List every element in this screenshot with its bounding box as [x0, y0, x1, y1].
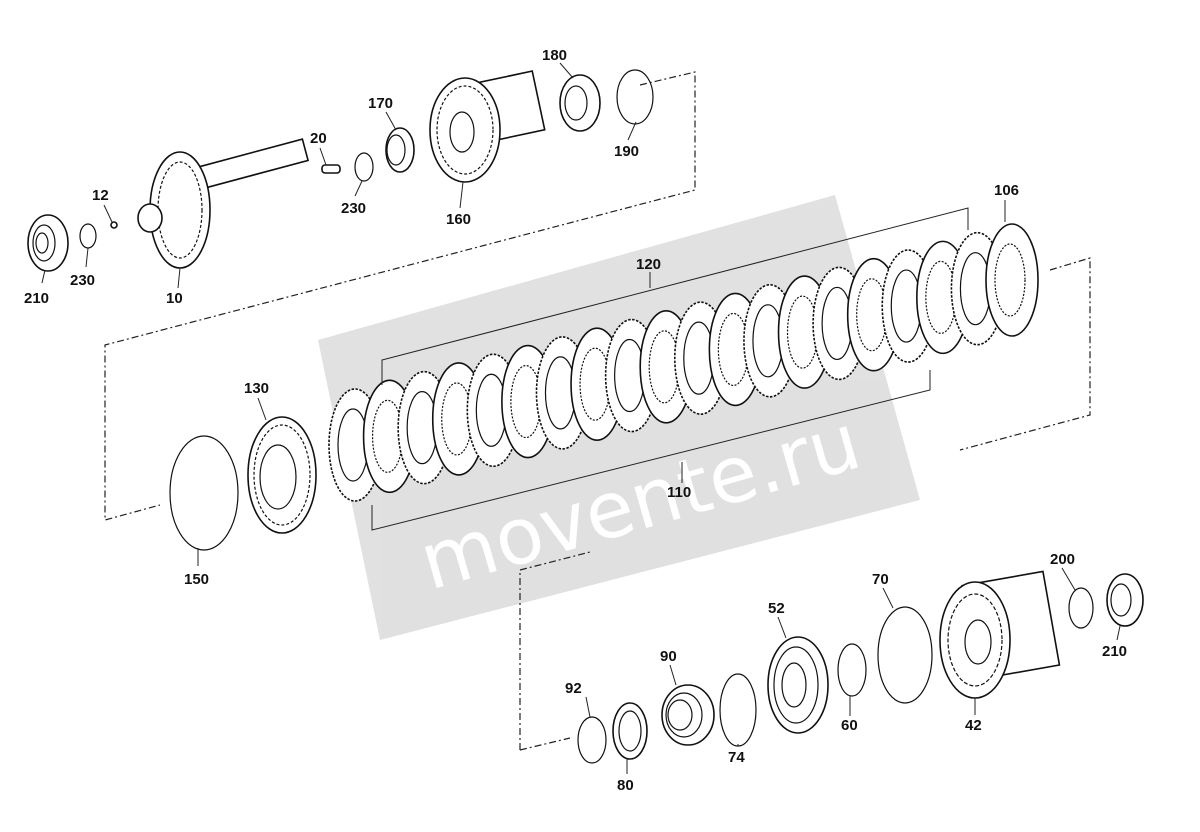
ring-74: [719, 673, 757, 747]
label-230-left: 230: [70, 272, 95, 289]
ring-80: [612, 702, 648, 760]
pressure-plate-130: [247, 416, 317, 534]
upper-assembly-outline: [104, 71, 696, 521]
lower-assembly-base: [519, 737, 571, 751]
label-180: 180: [542, 47, 567, 64]
shaft-gear-10: [137, 138, 310, 269]
label-190: 190: [614, 143, 639, 160]
label-230-mid: 230: [341, 200, 366, 217]
bearing-210-left: [27, 214, 69, 272]
clutch-housing-42: [939, 570, 1061, 699]
label-120: 120: [636, 256, 661, 273]
label-60: 60: [841, 717, 858, 734]
snap-ring-230-left: [79, 223, 97, 249]
spring-90: [661, 684, 715, 746]
label-74: 74: [728, 749, 745, 766]
bearing-180: [559, 74, 601, 132]
part-labels: 210 230 12 10 20 230 170 160 180 190 106…: [24, 47, 1127, 794]
label-80: 80: [617, 777, 634, 794]
snap-ring-150: [169, 435, 239, 551]
clutch-disc-stack: [328, 223, 1039, 502]
label-150: 150: [184, 571, 209, 588]
bracket-120: [381, 207, 969, 385]
snap-ring-190: [616, 69, 654, 125]
label-92: 92: [565, 680, 582, 697]
bearing-210-right: [1106, 573, 1144, 627]
snap-ring-200: [1068, 587, 1094, 629]
piston-52: [767, 636, 829, 734]
bracket-110: [371, 370, 931, 531]
label-52: 52: [768, 600, 785, 617]
label-110: 110: [667, 484, 691, 501]
steel-disc: [985, 223, 1039, 337]
pin-20: [321, 164, 341, 174]
label-170: 170: [368, 95, 393, 112]
seal-ring-70: [877, 606, 933, 704]
label-200: 200: [1050, 551, 1075, 568]
label-70: 70: [872, 571, 889, 588]
label-12: 12: [92, 187, 109, 204]
label-90: 90: [660, 648, 677, 665]
label-130: 130: [244, 380, 269, 397]
disc-bore: [994, 243, 1026, 317]
label-42: 42: [965, 717, 982, 734]
label-106: 106: [994, 182, 1019, 199]
needle-bearing-170: [385, 127, 415, 173]
snap-ring-92: [577, 716, 607, 764]
gear-160: [429, 70, 546, 183]
seal-ring-60: [837, 643, 867, 697]
label-210-left: 210: [24, 290, 49, 307]
label-160: 160: [446, 211, 471, 228]
label-20: 20: [310, 130, 327, 147]
label-10: 10: [166, 290, 183, 307]
lower-assembly-outline: [519, 551, 591, 750]
pin-12: [110, 221, 118, 229]
clutch-pack-outline: [959, 257, 1091, 451]
snap-ring-230-mid: [354, 152, 374, 182]
label-210-right: 210: [1102, 643, 1127, 660]
leader-lines: [41, 62, 1121, 774]
